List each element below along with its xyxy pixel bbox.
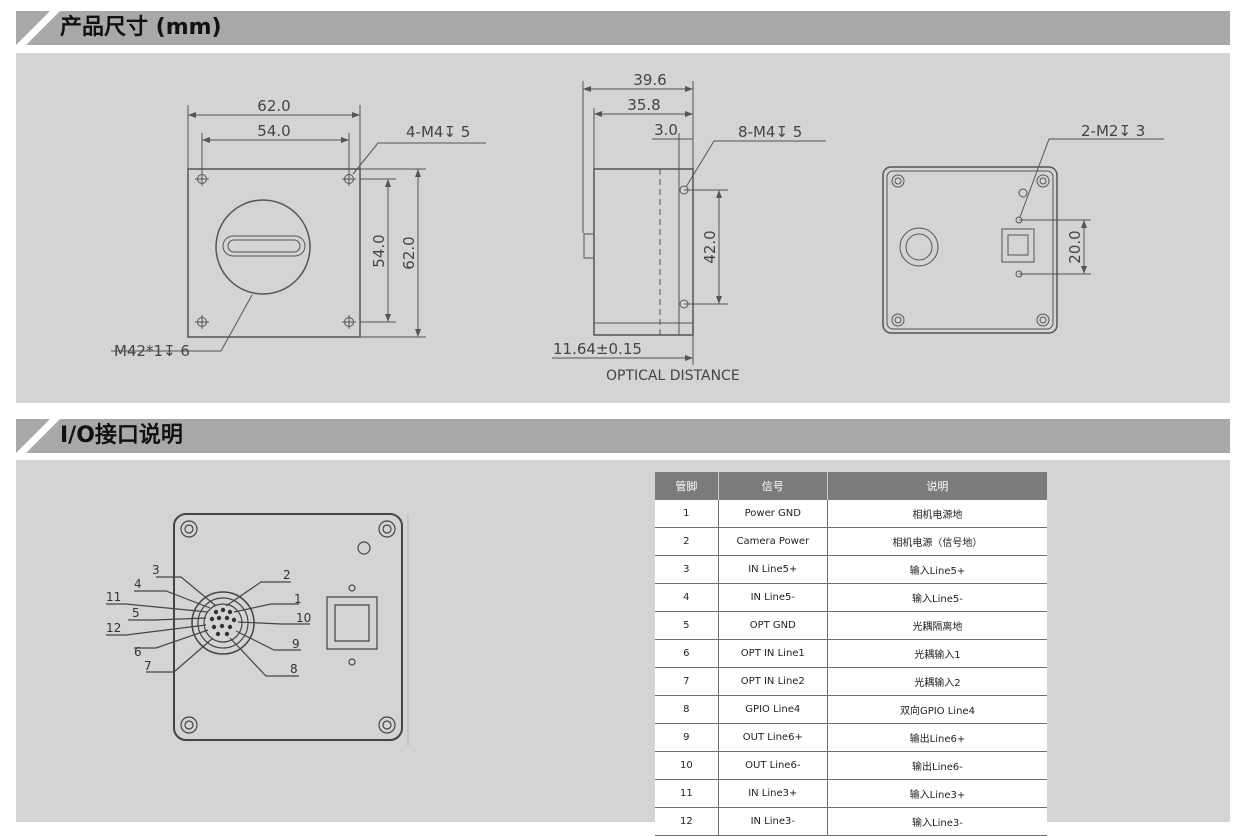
- signal-cell: IN Line3-: [718, 807, 828, 836]
- signal-cell: OPT IN Line1: [718, 639, 828, 668]
- header-description: 说明: [827, 472, 1047, 500]
- pin-label-11: 11: [106, 590, 121, 604]
- header-pin: 管脚: [655, 472, 719, 500]
- pin-label-8: 8: [290, 662, 298, 676]
- signal-cell: OPT IN Line2: [718, 667, 828, 696]
- description-cell: 双向GPIO Line4: [827, 695, 1047, 724]
- pin-cell: 2: [655, 527, 719, 556]
- dimensions-panel: 62.0 54.0 4-M4↧ 5 M42*1↧ 6 54.0 62.0 39.…: [16, 53, 1230, 403]
- pin-cell: 5: [655, 611, 719, 640]
- description-cell: 输出Line6-: [827, 751, 1047, 780]
- description-cell: 输入Line5+: [827, 555, 1047, 584]
- signal-cell: OUT Line6-: [718, 751, 828, 780]
- table-header-row: 管脚 信号 说明: [655, 472, 1047, 500]
- description-cell: 相机电源（信号地）: [827, 527, 1047, 556]
- side-total-label: 39.6: [633, 71, 666, 89]
- io-section-title: I/O接口说明: [60, 423, 183, 448]
- front-mount-label: M42*1↧ 6: [114, 342, 190, 360]
- description-cell: 输出Line6+: [827, 723, 1047, 752]
- description-cell: 输入Line5-: [827, 583, 1047, 612]
- rear-holes-label: 2-M2↧ 3: [1081, 122, 1145, 140]
- rear-spacing-label: 20.0: [1066, 230, 1084, 263]
- dimensions-section-title: 产品尺寸 (mm): [60, 15, 222, 40]
- pin-label-3: 3: [152, 563, 160, 577]
- pin-cell: 6: [655, 639, 719, 668]
- pin-label-2: 2: [283, 568, 291, 582]
- side-hole-spacing-label: 42.0: [701, 230, 719, 263]
- connector-pinout-diagram: 1 2 3 4 5 6 7 8 9 10 11 12: [106, 513, 409, 746]
- pin-label-5: 5: [132, 606, 140, 620]
- pin-label-10: 10: [296, 611, 311, 625]
- io-panel: 1 2 3 4 5 6 7 8 9 10 11 12: [16, 460, 1230, 822]
- description-cell: 输入Line3+: [827, 779, 1047, 808]
- pin-label-9: 9: [292, 637, 300, 651]
- description-cell: 光耦隔离地: [827, 611, 1047, 640]
- pin-cell: 10: [655, 751, 719, 780]
- description-cell: 相机电源地: [827, 500, 1047, 528]
- header-signal: 信号: [718, 472, 828, 500]
- pin-cell: 8: [655, 695, 719, 724]
- pin-cell: 12: [655, 807, 719, 836]
- pin-label-1: 1: [294, 592, 302, 606]
- front-holes-label: 4-M4↧ 5: [406, 123, 470, 141]
- dimensions-section-header: 产品尺寸 (mm): [16, 11, 1230, 45]
- optical-distance-label: OPTICAL DISTANCE: [606, 368, 740, 384]
- optical-distance-value: 11.64±0.15: [553, 340, 642, 358]
- signal-cell: Camera Power: [718, 527, 828, 556]
- side-holes-label: 8-M4↧ 5: [738, 123, 802, 141]
- pin-label-6: 6: [134, 645, 142, 659]
- front-view-drawing: [111, 105, 486, 352]
- pin-cell: 3: [655, 555, 719, 584]
- io-section-header: I/O接口说明: [16, 419, 1230, 453]
- pin-label-4: 4: [134, 577, 142, 591]
- pin-label-12: 12: [106, 621, 121, 635]
- header-slash-decoration: [16, 11, 60, 45]
- signal-cell: OPT GND: [718, 611, 828, 640]
- front-height-outer-label: 62.0: [400, 236, 418, 269]
- side-flange-label: 3.0: [654, 121, 678, 139]
- side-view-drawing: [552, 81, 826, 365]
- pin-cell: 9: [655, 723, 719, 752]
- front-width-outer-label: 62.0: [257, 97, 290, 115]
- pin-cell: 7: [655, 667, 719, 696]
- signal-cell: IN Line3+: [718, 779, 828, 808]
- dimension-drawings: 62.0 54.0 4-M4↧ 5 M42*1↧ 6 54.0 62.0 39.…: [111, 71, 1164, 384]
- front-height-inner-label: 54.0: [370, 234, 388, 267]
- signal-cell: GPIO Line4: [718, 695, 828, 724]
- rear-view-drawing: [882, 138, 1164, 334]
- pin-cell: 1: [655, 500, 719, 528]
- signal-cell: OUT Line6+: [718, 723, 828, 752]
- pin-cell: 11: [655, 779, 719, 808]
- pin-label-7: 7: [144, 659, 152, 673]
- side-body-label: 35.8: [627, 96, 660, 114]
- description-cell: 输入Line3-: [827, 807, 1047, 836]
- front-width-inner-label: 54.0: [257, 122, 290, 140]
- description-cell: 光耦输入2: [827, 667, 1047, 696]
- signal-cell: IN Line5+: [718, 555, 828, 584]
- pin-cell: 4: [655, 583, 719, 612]
- signal-cell: IN Line5-: [718, 583, 828, 612]
- signal-cell: Power GND: [718, 500, 828, 528]
- header-slash-decoration: [16, 419, 60, 453]
- description-cell: 光耦输入1: [827, 639, 1047, 668]
